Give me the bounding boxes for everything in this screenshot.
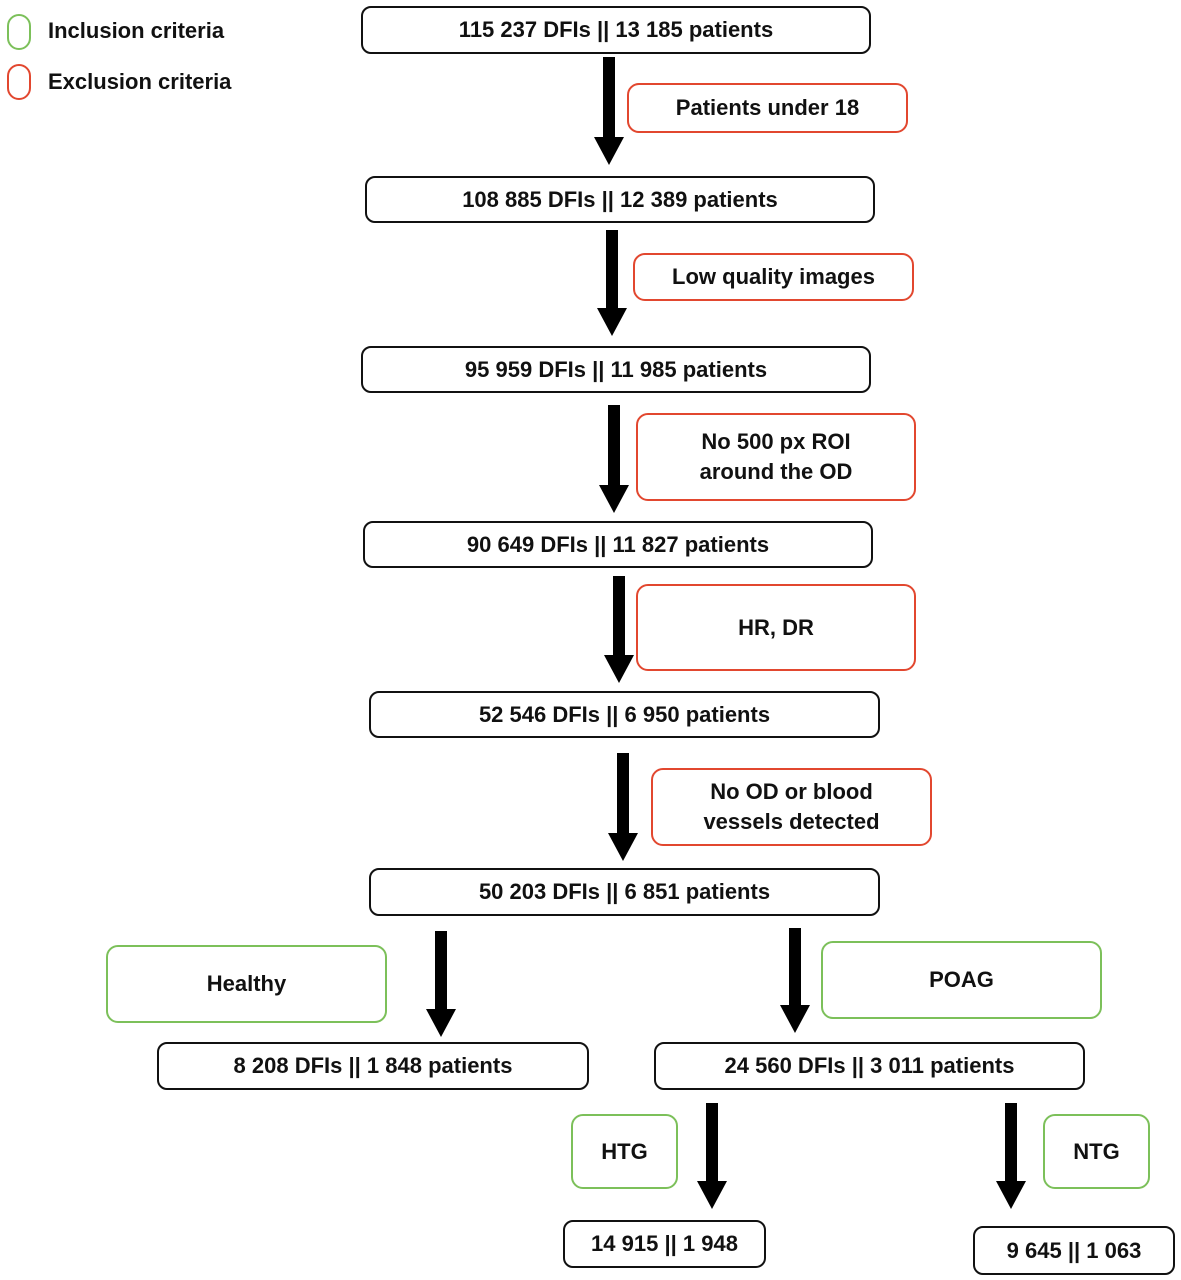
poag-criterion-label: POAG	[929, 967, 994, 992]
step-box-6: 50 203 DFIs || 6 851 patients	[369, 868, 880, 916]
arrow-healthy	[426, 931, 456, 1037]
exclusion-label: No OD or blood vessels detected	[703, 779, 880, 834]
arrow-4	[604, 576, 634, 683]
exclusion-label: No 500 px ROI around the OD	[699, 429, 853, 484]
exclusion-label: Patients under 18	[675, 95, 860, 120]
arrow-3	[599, 405, 629, 513]
exclusion-label: Low quality images	[672, 264, 875, 289]
step-label: 90 649 DFIs || 11 827 patients	[466, 531, 770, 557]
exclusion-box-4: HR, DR	[636, 584, 916, 671]
htg-criterion-label: HTG	[601, 1138, 648, 1164]
arrow-poag	[780, 928, 810, 1033]
ntg-result-label: 9 645 || 1 063	[1006, 1237, 1142, 1263]
step-box-4: 90 649 DFIs || 11 827 patients	[363, 521, 873, 568]
exclusion-box-3: No 500 px ROI around the OD	[636, 413, 916, 501]
poag-result-label: 24 560 DFIs || 3 011 patients	[724, 1053, 1015, 1078]
healthy-result-label: 8 208 DFIs || 1 848 patients	[233, 1053, 513, 1078]
ntg-criterion-label: NTG	[1073, 1138, 1120, 1164]
arrow-1	[594, 57, 624, 165]
step-box-1: 115 237 DFIs || 13 185 patients	[361, 6, 871, 54]
step-label: 50 203 DFIs || 6 851 patients	[478, 879, 771, 904]
step-label: 108 885 DFIs || 12 389 patients	[462, 186, 778, 212]
htg-result-label: 14 915 || 1 948	[591, 1231, 738, 1256]
step-label: 115 237 DFIs || 13 185 patients	[458, 17, 774, 42]
exclusion-legend-label: Exclusion criteria	[48, 69, 232, 94]
arrow-htg	[697, 1103, 727, 1209]
arrow-ntg	[996, 1103, 1026, 1209]
exclusion-box-5: No OD or blood vessels detected	[651, 768, 932, 846]
healthy-criterion-label: Healthy	[206, 971, 287, 996]
step-box-2: 108 885 DFIs || 12 389 patients	[365, 176, 875, 223]
arrow-5	[608, 753, 638, 861]
inclusion-legend-icon	[7, 14, 31, 50]
healthy-criterion-box: Healthy	[106, 945, 387, 1023]
exclusion-label: HR, DR	[738, 614, 814, 640]
exclusion-legend-icon	[7, 64, 31, 100]
exclusion-box-1: Patients under 18	[627, 83, 908, 133]
step-label: 52 546 DFIs || 6 950 patients	[478, 701, 771, 727]
healthy-result-box: 8 208 DFIs || 1 848 patients	[157, 1042, 589, 1090]
htg-criterion-box: HTG	[571, 1114, 678, 1189]
step-box-5: 52 546 DFIs || 6 950 patients	[369, 691, 880, 738]
poag-criterion-box: POAG	[821, 941, 1102, 1019]
arrow-2	[597, 230, 627, 336]
ntg-result-box: 9 645 || 1 063	[973, 1226, 1175, 1275]
step-box-3: 95 959 DFIs || 11 985 patients	[361, 346, 871, 393]
inclusion-legend-label: Inclusion criteria	[48, 18, 225, 43]
htg-result-box: 14 915 || 1 948	[563, 1220, 766, 1268]
poag-result-box: 24 560 DFIs || 3 011 patients	[654, 1042, 1085, 1090]
exclusion-box-2: Low quality images	[633, 253, 914, 301]
ntg-criterion-box: NTG	[1043, 1114, 1150, 1189]
step-label: 95 959 DFIs || 11 985 patients	[464, 356, 768, 382]
